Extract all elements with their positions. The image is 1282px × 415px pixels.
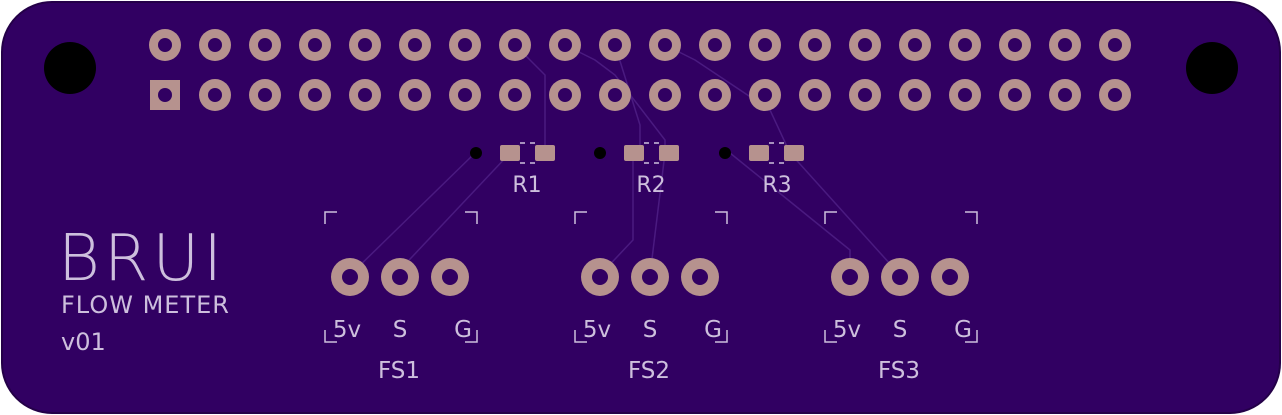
- header-pin: [299, 79, 331, 111]
- connector-fs2: 5v S G FS2: [574, 211, 728, 384]
- header-pin: [599, 29, 631, 61]
- header-pin: [999, 79, 1031, 111]
- header-pin: [449, 79, 481, 111]
- gpio-header: [149, 29, 1131, 111]
- header-pin: [150, 80, 180, 110]
- connector-label: FS1: [378, 358, 420, 384]
- board-title: BRUI: [58, 222, 226, 296]
- board-version: v01: [61, 328, 106, 356]
- pin-label-s: S: [643, 317, 658, 343]
- header-pin: [849, 79, 881, 111]
- header-pin: [749, 29, 781, 61]
- trace: [564, 44, 666, 153]
- mounting-hole-right: [1186, 42, 1238, 94]
- header-pin: [749, 79, 781, 111]
- header-pin: [349, 29, 381, 61]
- header-pin: [699, 79, 731, 111]
- pin-label-5v: 5v: [333, 317, 361, 343]
- connectors: 5v S G FS1 5v S G FS2 5v S G FS3: [324, 211, 978, 384]
- header-pin: [999, 29, 1031, 61]
- header-pin: [199, 29, 231, 61]
- pin-label-g: G: [454, 317, 472, 343]
- connector-label: FS2: [628, 358, 670, 384]
- header-pin: [549, 29, 581, 61]
- header-pin: [799, 29, 831, 61]
- header-pin: [1099, 29, 1131, 61]
- header-pin: [799, 79, 831, 111]
- trace: [649, 152, 666, 276]
- mounting-hole-left: [44, 42, 96, 94]
- pin-label-s: S: [893, 317, 908, 343]
- pin-label-5v: 5v: [833, 317, 861, 343]
- pin-label-g: G: [954, 317, 972, 343]
- header-pin: [699, 29, 731, 61]
- connector-label: FS3: [878, 358, 920, 384]
- trace: [349, 152, 476, 276]
- header-pin: [499, 29, 531, 61]
- trace: [394, 152, 511, 276]
- resistor-r3: R3: [719, 142, 804, 198]
- trace: [789, 152, 901, 276]
- trace: [664, 44, 791, 154]
- connector-fs1: 5v S G FS1: [324, 211, 478, 384]
- header-pin: [399, 79, 431, 111]
- pin-label-5v: 5v: [583, 317, 611, 343]
- header-pin: [849, 29, 881, 61]
- resistor-r1: R1: [470, 142, 555, 198]
- header-pin: [949, 79, 981, 111]
- header-pin: [649, 29, 681, 61]
- resistor-label: R3: [762, 173, 791, 198]
- header-pin: [1049, 79, 1081, 111]
- header-pin: [549, 79, 581, 111]
- header-pin: [299, 29, 331, 61]
- pin-label-s: S: [393, 317, 408, 343]
- resistors: R1 R2 R3: [470, 142, 804, 198]
- header-pin: [899, 79, 931, 111]
- header-pin: [949, 29, 981, 61]
- header-pin: [149, 29, 181, 61]
- header-pin: [249, 29, 281, 61]
- header-pin: [899, 29, 931, 61]
- board-subtitle: FLOW METER: [61, 291, 230, 319]
- header-pin: [1099, 79, 1131, 111]
- connector-fs3: 5v S G FS3: [824, 211, 978, 384]
- header-pin: [1049, 29, 1081, 61]
- header-pin: [199, 79, 231, 111]
- header-pin: [349, 79, 381, 111]
- trace: [614, 44, 641, 153]
- header-pin: [399, 29, 431, 61]
- header-pin: [449, 29, 481, 61]
- resistor-r2: R2: [594, 142, 679, 198]
- header-pin: [649, 79, 681, 111]
- pin-label-g: G: [704, 317, 722, 343]
- header-pin: [599, 79, 631, 111]
- header-pin: [499, 79, 531, 111]
- header-pin: [249, 79, 281, 111]
- resistor-label: R1: [512, 173, 541, 198]
- resistor-label: R2: [636, 173, 665, 198]
